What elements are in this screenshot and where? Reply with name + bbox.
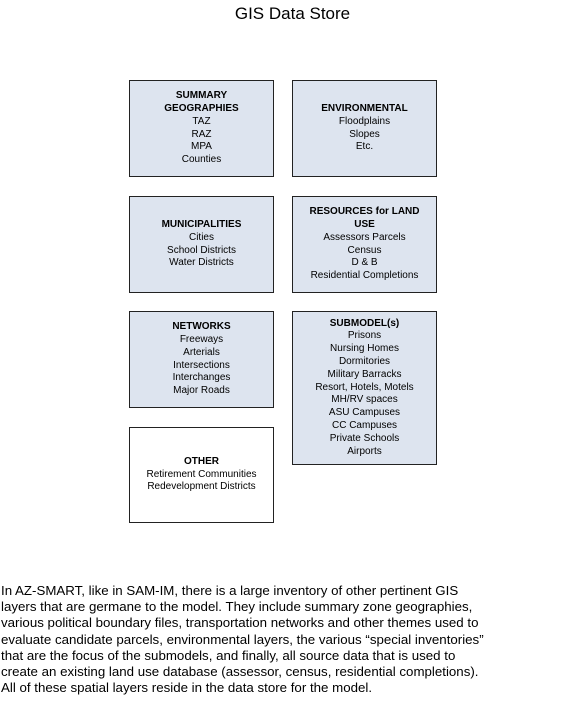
box-item: CC Campuses — [331, 419, 398, 431]
box-item: Residential Completions — [310, 270, 419, 282]
box-item: Assessors Parcels — [323, 231, 406, 243]
environmental-box: ENVIRONMENTAL Floodplains Slopes Etc. — [292, 80, 437, 177]
paragraph-line: layers that are germane to the model. Th… — [1, 599, 473, 615]
box-item: Arterials — [183, 346, 220, 358]
box-item: Nursing Homes — [330, 343, 399, 355]
box-item: Water Districts — [169, 257, 234, 269]
box-item: Census — [347, 244, 382, 256]
networks-box: NETWORKS Freeways Arterials Intersection… — [129, 311, 274, 408]
box-item: Cities — [188, 231, 214, 243]
box-heading: GEOGRAPHIES — [164, 102, 239, 114]
paragraph-line: create an existing land use database (as… — [1, 664, 479, 680]
box-item: Freeways — [179, 333, 224, 345]
box-heading: MUNICIPALITIES — [161, 218, 242, 230]
box-heading: USE — [354, 218, 375, 230]
box-item: Major Roads — [173, 385, 230, 397]
box-item: Interchanges — [172, 372, 231, 384]
paragraph-line: All of these spatial layers reside in th… — [1, 680, 373, 696]
paragraph-line: various political boundary files, transp… — [1, 615, 479, 631]
box-item: Slopes — [349, 128, 380, 140]
municipalities-box: MUNICIPALITIES Cities School Districts W… — [129, 196, 274, 293]
box-item: MPA — [191, 141, 212, 153]
box-item: Retirement Communities — [146, 468, 257, 480]
box-heading: RESOURCES for LAND — [309, 206, 420, 218]
box-heading: NETWORKS — [172, 321, 231, 333]
box-item: ASU Campuses — [328, 407, 401, 419]
box-item: Resort, Hotels, Motels — [315, 381, 414, 393]
box-item: Etc. — [355, 141, 374, 153]
box-item: Intersections — [173, 359, 230, 371]
diagram-title: GIS Data Store — [234, 4, 351, 23]
box-heading: SUMMARY — [175, 90, 228, 102]
box-item: Redevelopment Districts — [147, 481, 256, 493]
paragraph-line: In AZ-SMART, like in SAM-IM, there is a … — [1, 583, 459, 598]
box-item: Military Barracks — [327, 368, 402, 380]
box-heading: ENVIRONMENTAL — [321, 102, 408, 114]
box-item: RAZ — [191, 128, 212, 140]
resources-for-land-use-box: RESOURCES for LAND USE Assessors Parcels… — [292, 196, 437, 293]
box-item: Floodplains — [338, 115, 391, 127]
box-heading: SUBMODEL(s) — [329, 317, 400, 329]
submodels-box: SUBMODEL(s) Prisons Nursing Homes Dormit… — [292, 311, 437, 465]
box-item: MH/RV spaces — [331, 394, 398, 406]
box-item: TAZ — [192, 115, 211, 127]
paragraph-line: evaluate candidate parcels, environmenta… — [1, 631, 484, 647]
box-item: School Districts — [167, 244, 236, 256]
box-item: Prisons — [347, 330, 382, 342]
box-item: Airports — [347, 445, 382, 457]
paragraph-line: that are the focus of the submodels, and… — [1, 647, 456, 663]
box-item: Private Schools — [329, 432, 400, 444]
summary-geographies-box: SUMMARY GEOGRAPHIES TAZ RAZ MPA Counties — [129, 80, 274, 177]
box-heading: OTHER — [184, 455, 219, 467]
box-item: Counties — [181, 154, 222, 166]
other-box: OTHER Retirement Communities Redevelopme… — [129, 427, 274, 523]
box-item: Dormitories — [338, 356, 391, 367]
box-item: D & B — [351, 257, 378, 269]
description-paragraph: In AZ-SMART, like in SAM-IM, there is a … — [1, 583, 585, 696]
